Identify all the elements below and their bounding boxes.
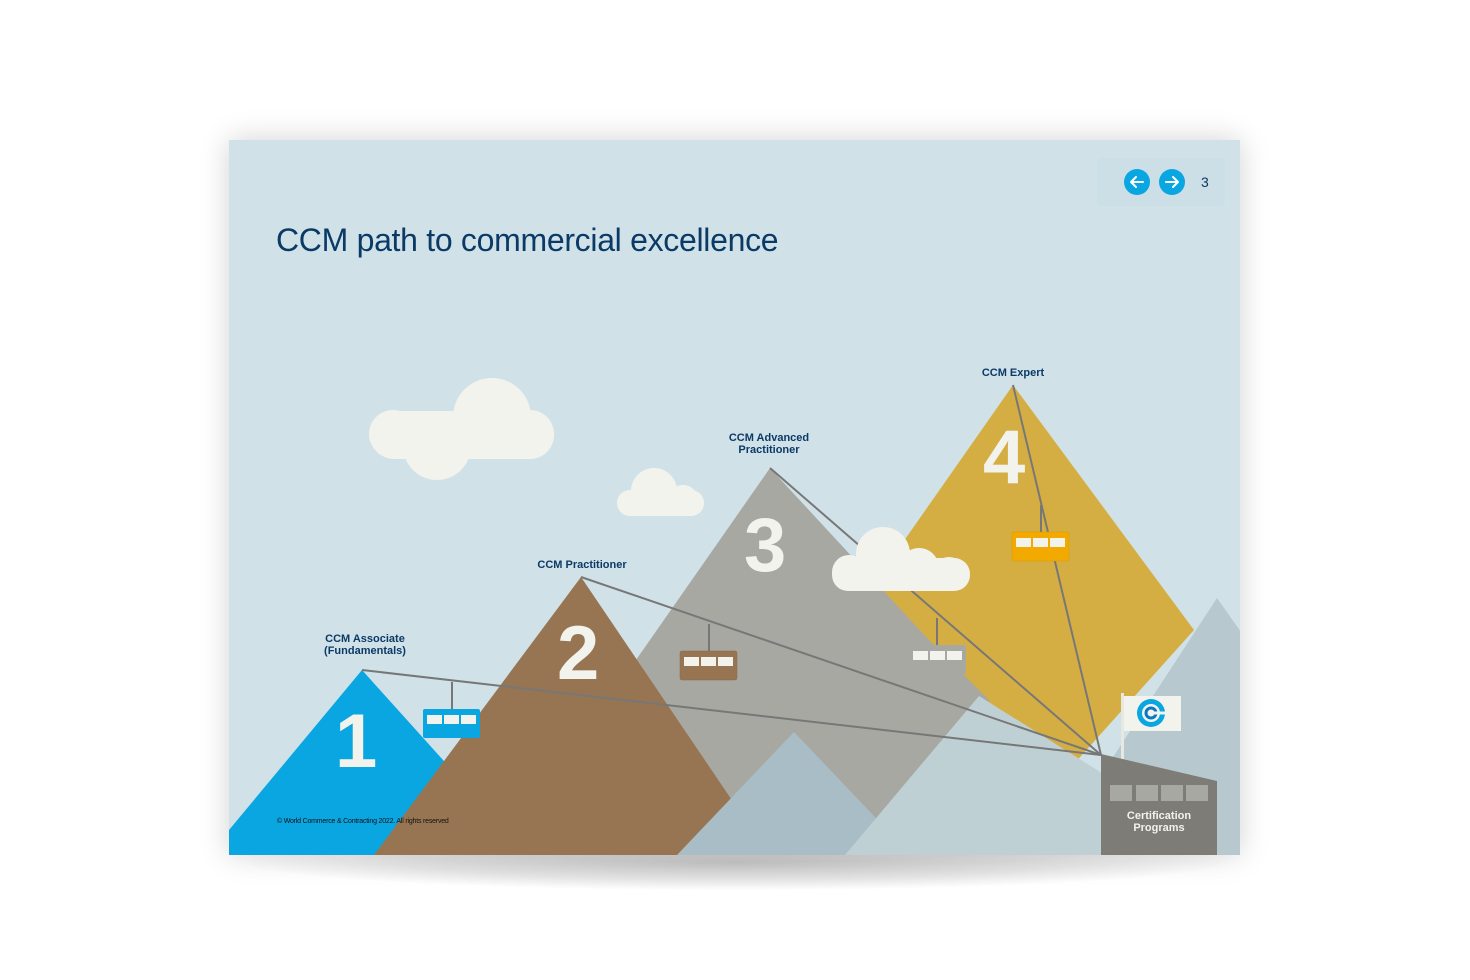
- arrow-right-icon: [1165, 176, 1179, 188]
- level-3-label-line2: Practitioner: [738, 444, 800, 456]
- cable-lines: [361, 384, 1102, 756]
- foreground-mountain: [845, 696, 1129, 855]
- cable-car-cabin-grey: [909, 645, 966, 674]
- certification-programs-label: Certification Programs: [1101, 810, 1217, 834]
- next-page-button[interactable]: [1159, 169, 1185, 195]
- level-1-number: 1: [335, 699, 378, 784]
- level-4-label: CCM Expert: [953, 367, 1073, 379]
- page-number: 3: [1201, 174, 1209, 190]
- cloud-icon: [369, 378, 554, 480]
- page-navigation: 3: [1097, 158, 1225, 206]
- certification-label-line1: Certification: [1126, 810, 1192, 822]
- copyright-text: © World Commerce & Contracting 2022. All…: [277, 818, 449, 825]
- cloud-icon: [617, 468, 704, 516]
- cable-car-cabin-brown: [679, 650, 738, 681]
- mountain-4: [859, 385, 1194, 775]
- previous-page-button[interactable]: [1124, 169, 1150, 195]
- level-2-number: 2: [557, 611, 600, 696]
- wcc-logo-icon: [1137, 699, 1166, 727]
- mountain-3: [629, 468, 989, 855]
- level-4-label-line1: CCM Expert: [981, 367, 1045, 379]
- mountain-2: [374, 577, 769, 855]
- foreground-mountain: [677, 732, 911, 855]
- building-windows: [1110, 785, 1208, 801]
- level-3-label-line1: CCM Advanced: [728, 432, 810, 444]
- level-1-label: CCM Associate (Fundamentals): [313, 633, 417, 657]
- level-1-label-line1: CCM Associate: [325, 633, 405, 645]
- level-3-number: 3: [744, 503, 787, 588]
- level-2-label: CCM Practitioner: [522, 559, 642, 571]
- cloud-icon: [832, 527, 970, 591]
- certification-label-line2: Programs: [1133, 822, 1185, 834]
- cable-car-cabin-orange: [1011, 531, 1070, 562]
- arrow-left-icon: [1130, 176, 1144, 188]
- certification-building: [1101, 754, 1217, 855]
- level-4-number: 4: [983, 415, 1026, 500]
- slide: CCM path to commercial excellence 3 CCM …: [229, 140, 1240, 855]
- level-1-label-line2: (Fundamentals): [324, 645, 406, 657]
- flag: [1121, 693, 1181, 759]
- page-title: CCM path to commercial excellence: [276, 222, 779, 258]
- mountain-scene: [229, 378, 1240, 855]
- level-3-label: CCM Advanced Practitioner: [709, 432, 829, 456]
- level-2-label-line1: CCM Practitioner: [537, 559, 627, 571]
- cable-car-cabin-blue: [423, 709, 480, 738]
